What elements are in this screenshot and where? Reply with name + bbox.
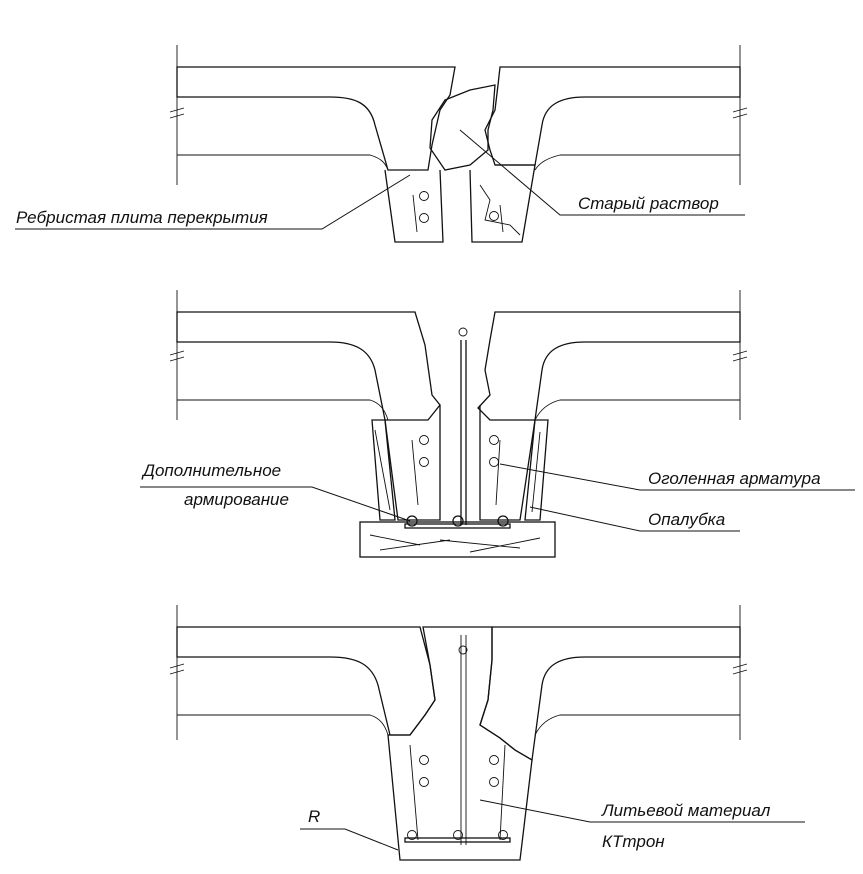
left-slab-hatch-2 (176, 311, 441, 421)
cast-material (387, 626, 533, 861)
label-radius: R (308, 807, 320, 826)
right-slab-hatch-3 (479, 626, 741, 762)
old-mortar (429, 84, 496, 171)
label-old-mortar: Старый раствор (578, 194, 719, 213)
right-slab-hatch-2 (477, 311, 741, 421)
label-ribbed-slab: Ребристая плита перекрытия (16, 208, 268, 227)
panel-2-formwork (140, 290, 855, 558)
label-exposed-rebar: Оголенная арматура (648, 469, 821, 488)
panel-1-old-joint (15, 45, 748, 243)
left-slab-hatch (176, 66, 456, 171)
label-cast-material-line2: КТтрон (602, 832, 665, 851)
right-slab-hatch (484, 66, 741, 166)
left-slab-hatch-3 (176, 626, 436, 736)
label-additional-reinforcement-line1: Дополнительное (141, 461, 281, 480)
panel-3-filled-joint (169, 605, 805, 861)
label-cast-material-line1: Литьевой материал (601, 801, 771, 820)
label-formwork: Опалубка (648, 510, 725, 529)
label-additional-reinforcement-line2: армирование (184, 490, 289, 509)
